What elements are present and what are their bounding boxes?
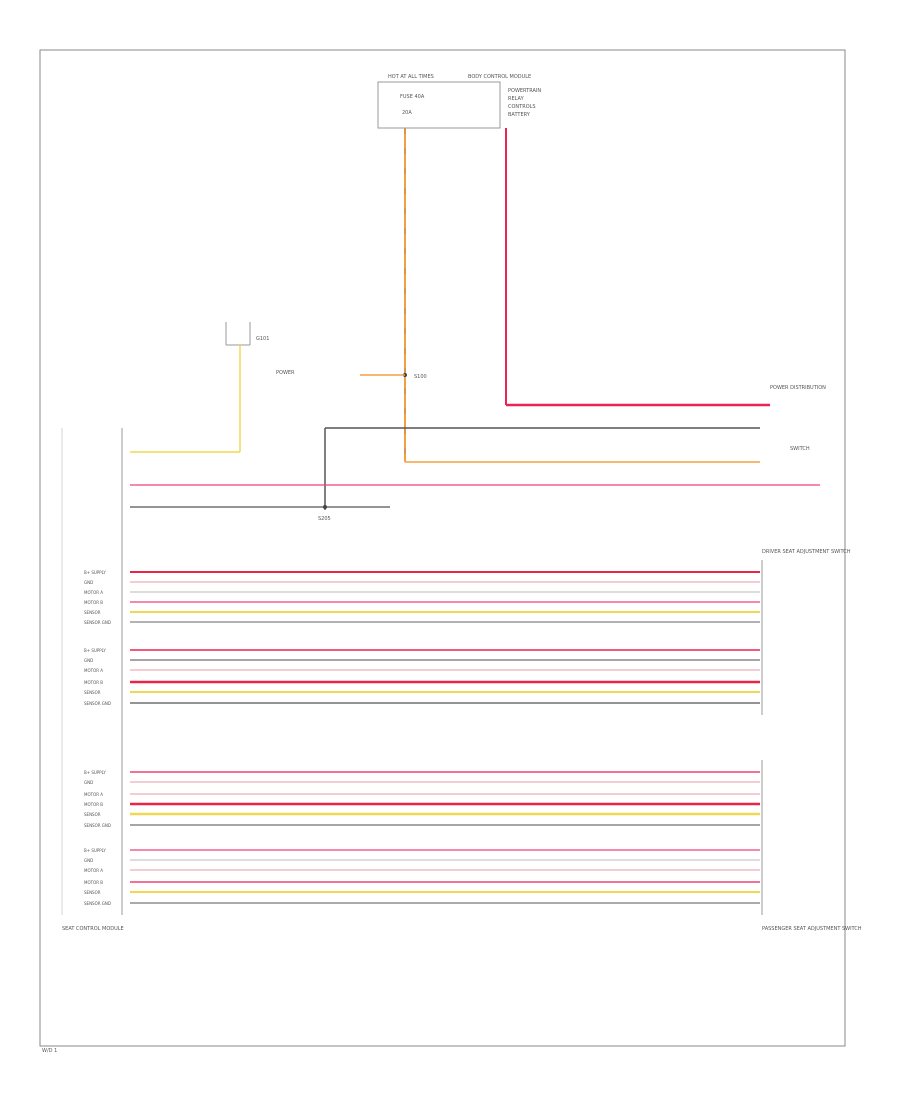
left-pin-labels-3: B+ SUPPLY GND MOTOR A MOTOR B SENSOR SEN…: [84, 770, 111, 828]
pin-label: GND: [84, 658, 93, 663]
left-pin-labels-2: B+ SUPPLY GND MOTOR A MOTOR B SENSOR SEN…: [84, 648, 111, 706]
splice-main-label: S100: [414, 374, 427, 380]
switch-label: SWITCH: [790, 446, 810, 452]
fuse-box: [377, 81, 501, 129]
bcm-line-3: CONTROLS: [508, 104, 536, 110]
fuse-name: FUSE 40A: [400, 94, 425, 100]
splice-bottom-label: S205: [318, 516, 331, 522]
pin-label: SENSOR: [84, 890, 101, 895]
pin-label: SENSOR GND: [84, 620, 111, 625]
pin-label: GND: [84, 858, 93, 863]
mid-power-label: POWER: [276, 370, 295, 376]
bcm-label: BODY CONTROL MODULE: [468, 74, 531, 80]
pin-label: SENSOR GND: [84, 701, 111, 706]
pin-label: B+ SUPPLY: [84, 570, 106, 575]
pin-label: B+ SUPPLY: [84, 770, 106, 775]
page-reference: W/D 1: [42, 1048, 57, 1054]
pin-label: MOTOR B: [84, 880, 103, 885]
pin-label: MOTOR A: [84, 792, 103, 797]
fuse-value: 20A: [402, 110, 412, 116]
pin-label: SENSOR: [84, 812, 101, 817]
harness-group-2: [130, 649, 760, 704]
pin-label: GND: [84, 780, 93, 785]
left-pin-labels-4: B+ SUPPLY GND MOTOR A MOTOR B SENSOR SEN…: [84, 848, 111, 906]
pin-label: MOTOR A: [84, 668, 103, 673]
fuse-label: HOT AT ALL TIMES: [388, 74, 434, 80]
right-module-top-label: DRIVER SEAT ADJUSTMENT SWITCH: [762, 549, 851, 555]
pin-label: MOTOR B: [84, 680, 103, 685]
right-module-bottom-label: PASSENGER SEAT ADJUSTMENT SWITCH: [762, 926, 862, 932]
pin-label: B+ SUPPLY: [84, 648, 106, 653]
pin-label: MOTOR A: [84, 868, 103, 873]
right-connector-top-label: POWER DISTRIBUTION: [770, 385, 826, 391]
harness-group-4: [130, 849, 760, 904]
bcm-line-1: POWERTRAIN: [508, 88, 541, 94]
harness-group-3: [130, 771, 760, 826]
pin-label: SENSOR: [84, 610, 101, 615]
pin-label: SENSOR: [84, 690, 101, 695]
left-module-label: SEAT CONTROL MODULE: [62, 926, 124, 932]
pin-label: SENSOR GND: [84, 901, 111, 906]
pin-label: SENSOR GND: [84, 823, 111, 828]
diagram-frame: [39, 49, 846, 1047]
bcm-line-4: BATTERY: [508, 112, 531, 118]
pin-label: B+ SUPPLY: [84, 848, 106, 853]
pin-label: GND: [84, 580, 93, 585]
bcm-line-2: RELAY: [508, 96, 525, 102]
pin-label: MOTOR A: [84, 590, 103, 595]
ground-label: G101: [256, 336, 269, 342]
left-pin-labels-1: B+ SUPPLY GND MOTOR A MOTOR B SENSOR SEN…: [84, 570, 111, 625]
harness-group-1: [130, 571, 760, 623]
pin-label: MOTOR B: [84, 802, 103, 807]
pin-label: MOTOR B: [84, 600, 103, 605]
splice-bottom: [323, 505, 327, 509]
